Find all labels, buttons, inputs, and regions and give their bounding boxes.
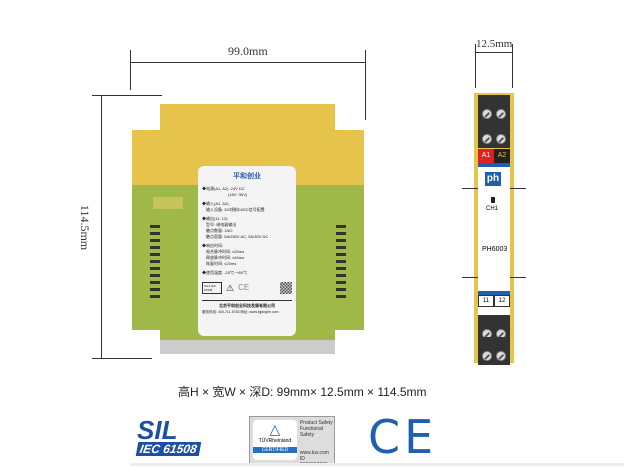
spec-line: ◆电源(A1, A2): 24V DC xyxy=(202,186,245,191)
terminal-label-12: 12 xyxy=(494,295,510,307)
spec-line: ◆使用温度: -20℃~+60℃ xyxy=(202,270,248,275)
width-dimension: 99.0mm xyxy=(228,44,268,58)
extension-line xyxy=(92,95,162,96)
qr-code xyxy=(280,282,292,294)
divider xyxy=(130,463,624,466)
terminal-label-a2: A2 xyxy=(494,149,510,163)
terminal-block xyxy=(478,120,510,148)
ph-logo: ph xyxy=(485,172,501,186)
brand-logo: 平和创业 xyxy=(233,173,261,180)
status-led xyxy=(491,197,495,203)
tuv-text: Product Safety xyxy=(299,420,333,426)
dimensions-caption: 高H × 宽W × 深D: 99mm× 12.5mm × 114.5mm xyxy=(178,385,427,399)
ce-mark: CE xyxy=(238,283,250,292)
sil-text: SIL xyxy=(137,415,178,445)
extension-line xyxy=(130,50,131,90)
tuv-text: Safety xyxy=(299,432,315,438)
spec-line: 触点容量: 5A/250V AC, 5A/30V DC xyxy=(206,234,269,239)
tuv-certified: CERTIFIED xyxy=(253,447,297,453)
height-dimension-line xyxy=(101,95,102,359)
terminal-label-a1: A1 xyxy=(478,149,494,163)
ce-logo: CE xyxy=(368,410,438,464)
channel-label: CH1 xyxy=(486,206,499,212)
height-dimension: 114.5mm xyxy=(78,204,93,251)
spec-line: 型号: 继电器输出 xyxy=(206,222,237,227)
spec-line: (18V~30V) xyxy=(228,192,248,197)
spec-line: 输入设备: 3/2线制DI/DC信号配置 xyxy=(206,207,265,212)
spec-line: ◆输出(11, 12): xyxy=(202,216,229,221)
terminal-block xyxy=(478,95,510,123)
tuv-text: Functional xyxy=(299,426,323,432)
spec-line: 释放脉冲时间: ≤40ms xyxy=(206,255,245,260)
spec-line: 恢复时间: ≤20ms xyxy=(206,261,237,266)
tuv-certified-logo: △ TÜVRheinland CERTIFIED Product Safety … xyxy=(249,416,335,468)
terminal-block xyxy=(478,337,510,365)
spec-line: 触点数量: 1NO xyxy=(206,228,233,233)
tuv-name: TÜVRheinland xyxy=(258,438,292,444)
product-label: 平和创业 ◆电源(A1, A2): 24V DC (18V~30V) ◆输入(A… xyxy=(198,166,296,336)
depth-dimension-line xyxy=(475,52,513,53)
extension-line xyxy=(475,44,476,88)
extension-line xyxy=(512,44,513,88)
depth-dimension: 12.5mm xyxy=(476,38,513,50)
model-label: PH6003 xyxy=(482,246,508,253)
spec-line: ◆输入(A1, A2): xyxy=(202,201,230,206)
tuv-triangle-icon: △ xyxy=(269,421,281,437)
sil-mark: SIL3 IEC 61508 xyxy=(202,282,222,294)
spec-line: 吸合脉冲时间: ≤20ms xyxy=(206,249,245,254)
extension-line xyxy=(92,358,152,359)
width-dimension-line xyxy=(130,62,366,63)
extension-line xyxy=(365,50,366,120)
warning-icon: ⚠ xyxy=(226,283,235,293)
spec-line: ◆响应时间: xyxy=(202,243,224,248)
iec-text: IEC 61508 xyxy=(135,442,201,456)
tuv-url: www.tuv.com xyxy=(299,450,329,456)
terminal-label-11: 11 xyxy=(478,295,494,307)
contact-info: 服务热线: 400-711-6763 网址: www.bjpinghe.com xyxy=(202,310,279,314)
company-name: 北京平和创业科技发展有限公司 xyxy=(219,303,275,308)
sil-logo: SIL IEC 61508 xyxy=(135,415,201,456)
tuv-id: ID 0000000000 xyxy=(299,456,328,468)
